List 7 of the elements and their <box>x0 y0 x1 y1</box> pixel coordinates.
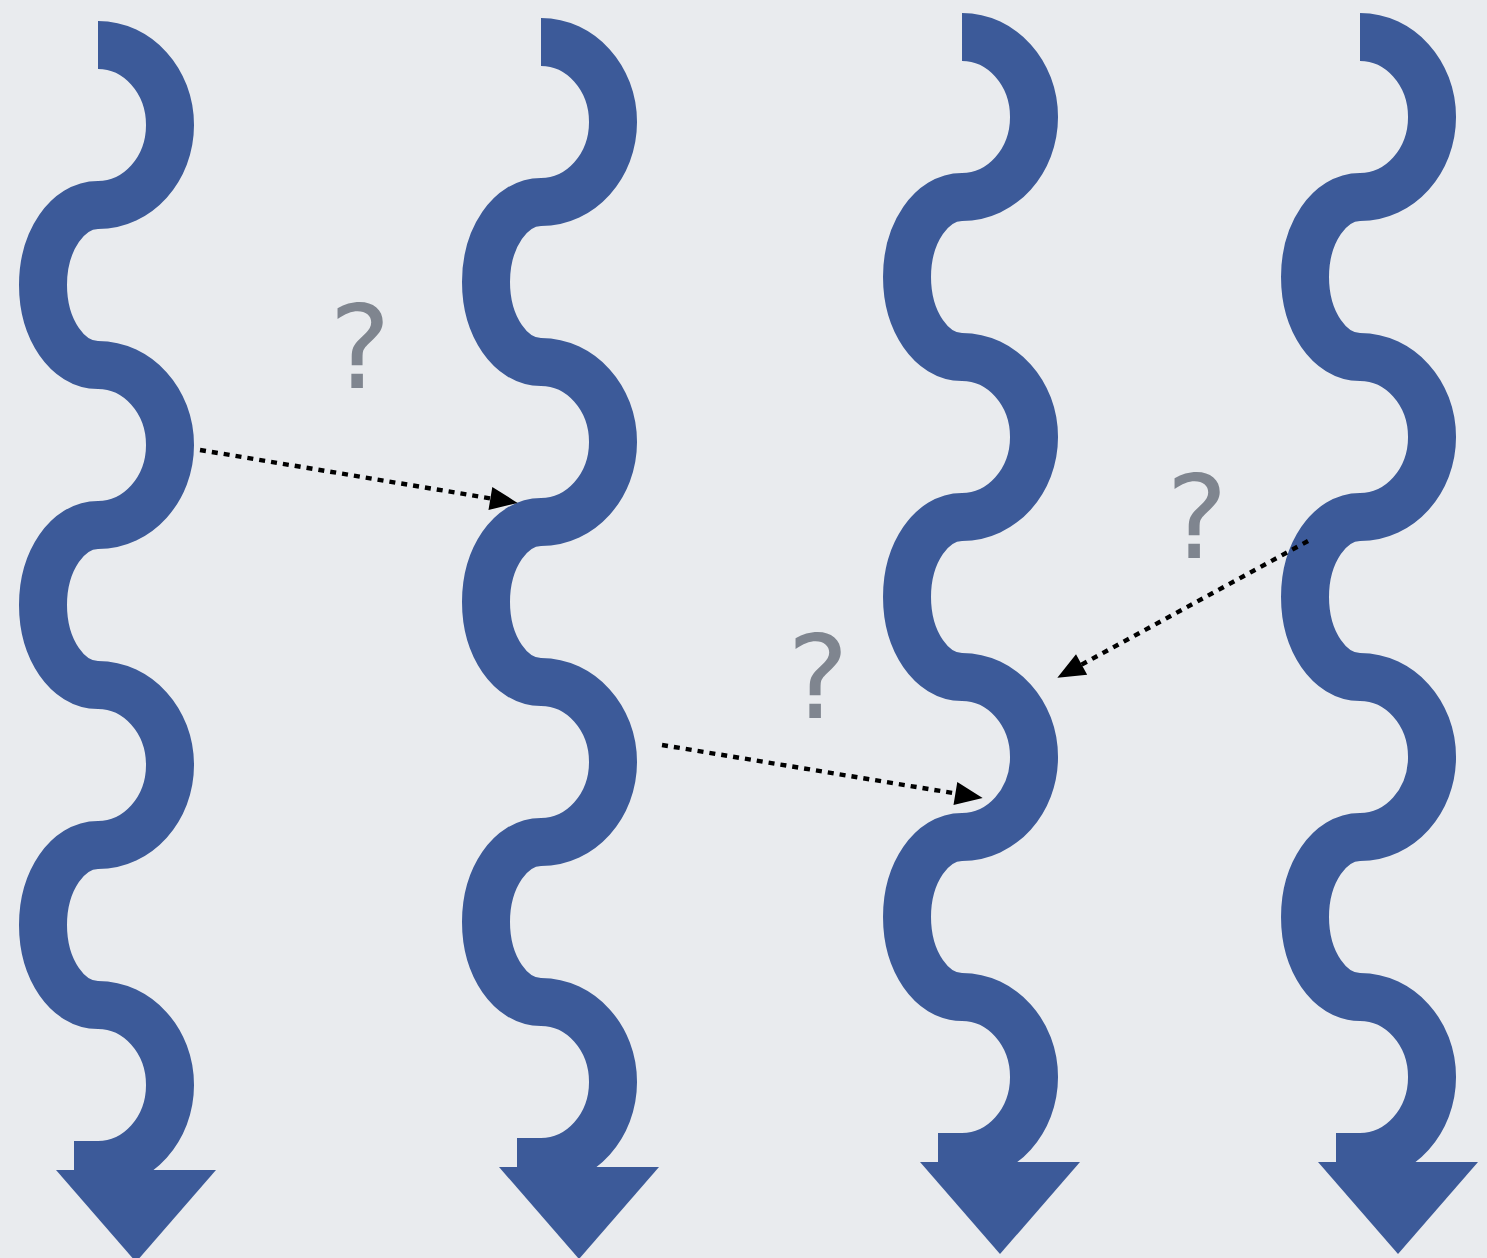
wavy-arrow <box>462 18 659 1258</box>
wavy-arrow <box>883 13 1080 1254</box>
edge-label: ? <box>795 631 841 719</box>
wavy-arrow <box>19 21 216 1258</box>
edge-label: ? <box>337 301 383 389</box>
edge-label: ? <box>1174 471 1220 559</box>
wavy-arrow <box>1281 13 1478 1254</box>
